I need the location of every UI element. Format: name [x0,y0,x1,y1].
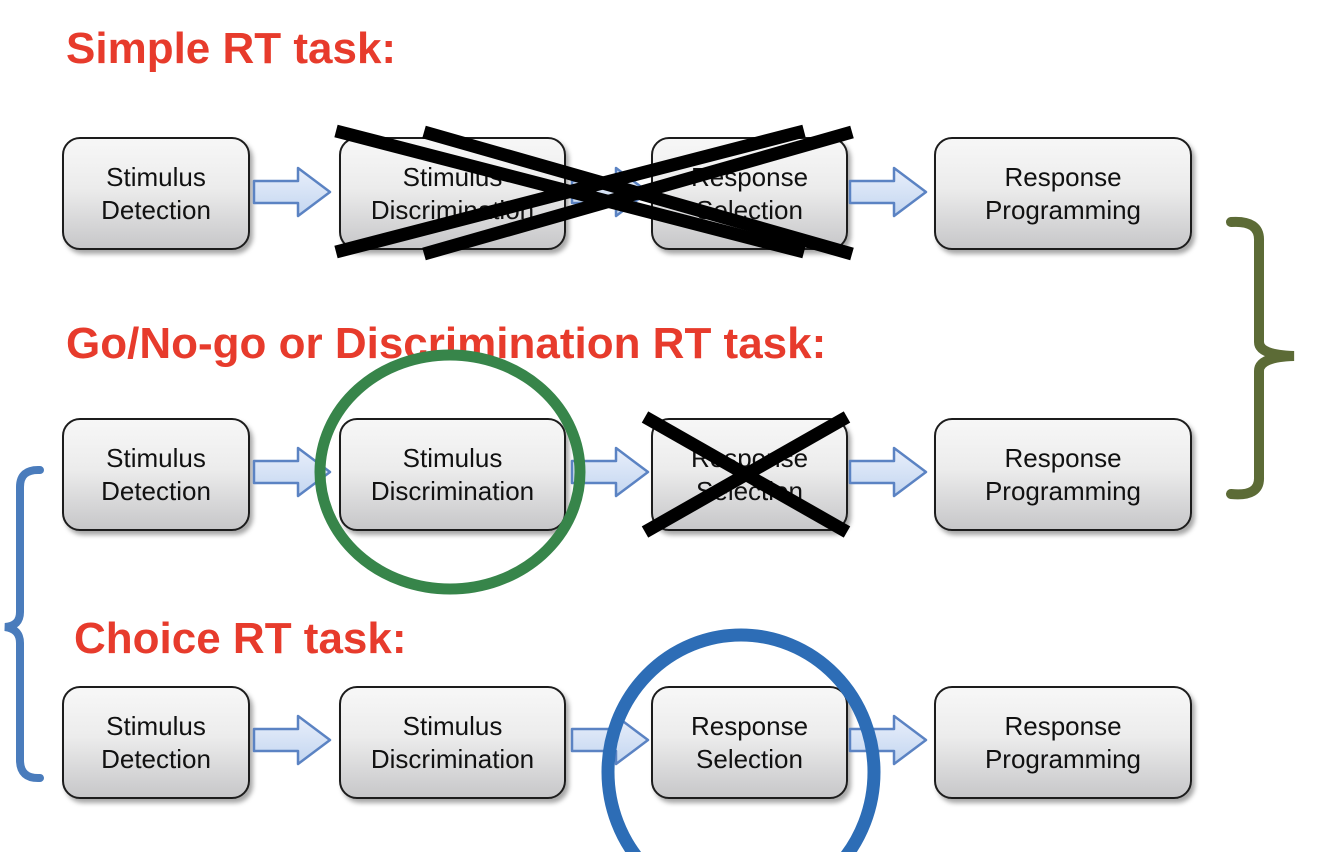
box-label-line2: Selection [696,475,803,506]
flow-arrow-icon [570,166,650,218]
box-choice-response-programming: Response Programming [934,686,1192,799]
box-choice-stimulus-discrimination: Stimulus Discrimination [339,686,566,799]
box-label-line2: Discrimination [370,194,535,225]
box-simple-response-selection: Response Selection [651,137,848,250]
flow-arrow-icon [252,446,332,498]
box-label-line2: Programming [984,194,1142,225]
box-label-line1: Response [690,161,809,192]
box-label-line1: Response [1004,442,1122,473]
flow-arrow-icon [570,446,650,498]
box-label-line1: Stimulus [402,161,503,192]
box-gonogo-stimulus-discrimination: Stimulus Discrimination [339,418,566,531]
flow-arrow-icon [570,714,650,766]
box-label-line2: Discrimination [370,743,535,774]
flow-arrow-icon [252,714,332,766]
box-gonogo-response-programming: Response Programming [934,418,1192,531]
box-choice-stimulus-detection: Stimulus Detection [62,686,250,799]
box-label-line1: Stimulus [106,161,206,192]
box-label-line1: Response [690,710,809,741]
box-choice-response-selection: Response Selection [651,686,848,799]
box-label-line1: Stimulus [402,442,503,473]
box-label-line2: Detection [101,475,211,506]
box-label-line2: Programming [984,743,1142,774]
box-gonogo-response-selection: Response Selection [651,418,848,531]
box-label-line2: Programming [984,475,1142,506]
flow-arrow-icon [848,166,928,218]
box-simple-stimulus-discrimination: Stimulus Discrimination [339,137,566,250]
box-label-line2: Selection [696,194,803,225]
box-simple-response-programming: Response Programming [934,137,1192,250]
box-label-line2: Selection [696,743,803,774]
flow-arrow-icon [848,446,928,498]
box-label-line1: Response [1004,710,1122,741]
box-label-line1: Stimulus [106,442,206,473]
box-gonogo-stimulus-detection: Stimulus Detection [62,418,250,531]
flow-arrow-icon [848,714,928,766]
box-label-line2: Detection [101,743,211,774]
flow-arrow-icon [252,166,332,218]
box-label-line2: Detection [101,194,211,225]
grouping-brace-right-icon [1226,216,1295,500]
box-label-line2: Discrimination [370,475,535,506]
box-simple-stimulus-detection: Stimulus Detection [62,137,250,250]
box-label-line1: Response [1004,161,1122,192]
box-label-line1: Response [690,442,809,473]
grouping-brace-left-icon [4,465,44,783]
box-label-line1: Stimulus [402,710,503,741]
title-choice-rt-task: Choice RT task: [74,614,407,663]
title-simple-rt-task: Simple RT task: [66,24,397,73]
box-label-line1: Stimulus [106,710,206,741]
title-go-no-go-rt-task: Go/No-go or Discrimination RT task: [66,319,827,368]
